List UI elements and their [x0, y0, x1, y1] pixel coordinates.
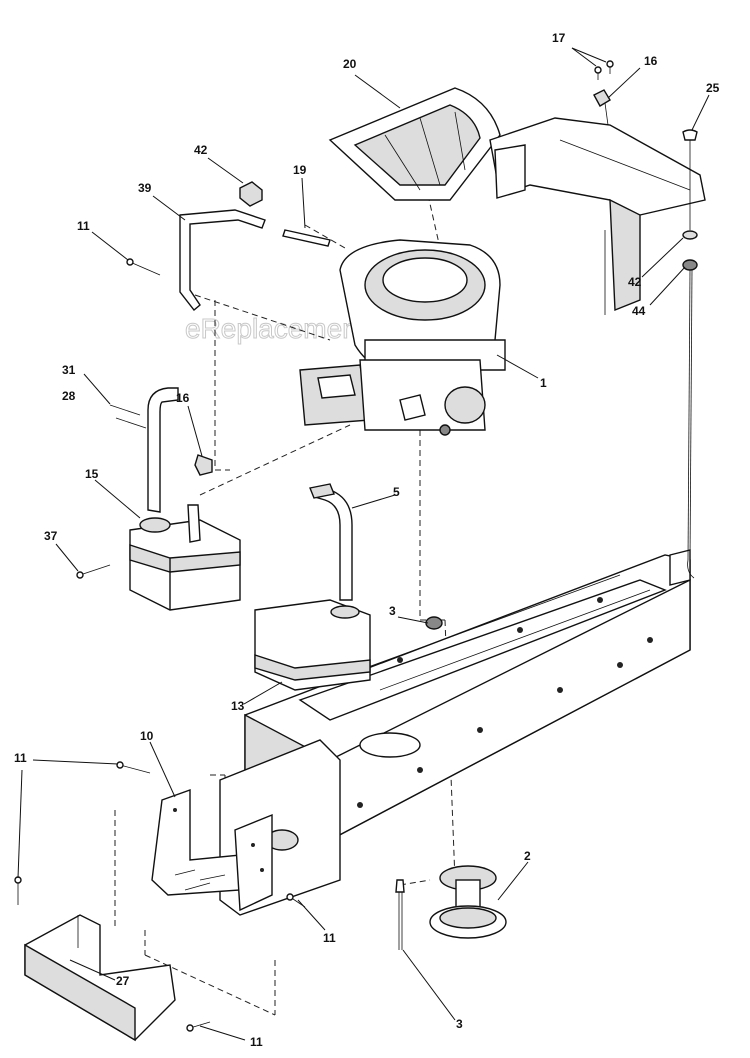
- callout-3-grommet: 3: [389, 604, 396, 618]
- callouts: 20 17 16 25 42 19 39 11 42 44 1 31 28 16…: [14, 31, 720, 1049]
- callout-42-spacer: 42: [194, 143, 208, 157]
- engine-shroud: [489, 117, 706, 315]
- callout-5: 5: [393, 485, 400, 499]
- screw-37: [76, 564, 111, 579]
- exhaust-pipe-5: [309, 483, 353, 601]
- spacer-42: [239, 181, 263, 207]
- callout-3-bolt: 3: [456, 1017, 463, 1031]
- callout-13: 13: [231, 699, 245, 713]
- screws-28-31: [109, 404, 147, 429]
- callout-31: 31: [62, 363, 76, 377]
- screws-17: [594, 60, 614, 80]
- callout-11-right: 11: [323, 931, 336, 945]
- callout-11-bottom: 11: [250, 1035, 263, 1049]
- callout-11-left: 11: [14, 751, 27, 765]
- callout-44: 44: [632, 304, 646, 318]
- screw-11-bottom: [186, 1021, 211, 1032]
- callout-17: 17: [552, 31, 566, 45]
- grommet-3: [425, 616, 443, 630]
- callout-1: 1: [540, 376, 547, 390]
- screw-11-upper: [116, 761, 151, 774]
- control-knob-16: [593, 89, 611, 126]
- blower-housing: [328, 87, 501, 201]
- callout-10: 10: [140, 729, 154, 743]
- engine: [299, 239, 506, 436]
- bolt-3: [395, 879, 405, 950]
- callout-27: 27: [116, 974, 130, 988]
- callout-20: 20: [343, 57, 357, 71]
- callout-16-choke: 16: [644, 54, 658, 68]
- callout-11-top: 11: [77, 219, 90, 233]
- gasket-16: [194, 454, 213, 476]
- leader-lines: [17, 47, 710, 1041]
- callout-19: 19: [293, 163, 307, 177]
- callout-15: 15: [85, 467, 99, 481]
- rod-19: [282, 229, 331, 247]
- heat-shield-10: [151, 789, 273, 912]
- callout-37: 37: [44, 529, 58, 543]
- muffler-15: [129, 387, 241, 611]
- bracket-39: [179, 209, 266, 312]
- screw-11-left: [14, 876, 22, 905]
- callout-28: 28: [62, 389, 76, 403]
- callout-39: 39: [138, 181, 152, 195]
- chassis-frame: [219, 549, 691, 916]
- callout-2: 2: [524, 849, 531, 863]
- screw-11-top: [126, 258, 161, 276]
- callout-42-dipstick: 42: [628, 275, 642, 289]
- pulley-2: [429, 865, 507, 939]
- dipstick: [682, 129, 698, 579]
- tray-27: [24, 914, 176, 1042]
- muffler-13: [254, 599, 371, 691]
- callout-16-gasket: 16: [176, 391, 190, 405]
- callout-25: 25: [706, 81, 720, 95]
